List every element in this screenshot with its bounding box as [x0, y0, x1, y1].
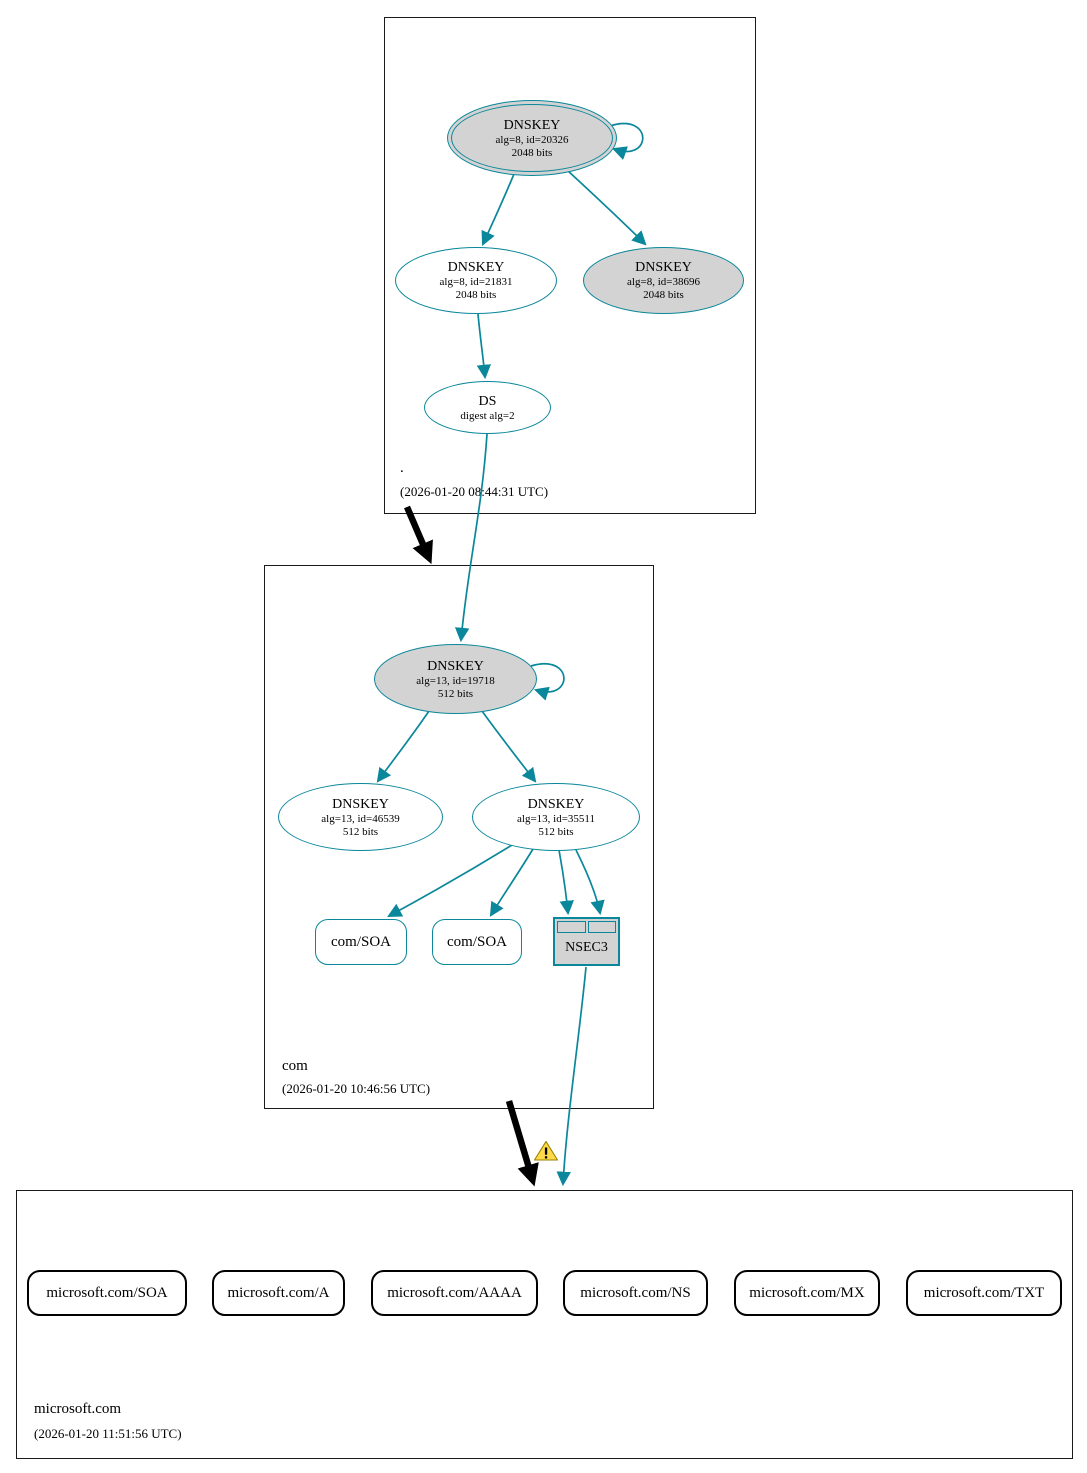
node-title: DNSKEY	[527, 796, 585, 812]
node-label: com/SOA	[331, 933, 391, 950]
node-microsoft-txt[interactable]: microsoft.com/TXT	[906, 1270, 1062, 1316]
node-label: microsoft.com/MX	[749, 1284, 865, 1301]
node-com-ksk-dnskey-19718[interactable]: DNSKEY alg=13, id=19718 512 bits	[374, 644, 537, 714]
edge-delegation-com-to-microsoft	[505, 1100, 539, 1187]
node-com-soa-1[interactable]: com/SOA	[315, 919, 407, 965]
node-detail: 512 bits	[437, 687, 474, 700]
node-detail: alg=13, id=19718	[416, 674, 495, 687]
edge-delegation-root-to-com	[404, 505, 433, 565]
node-label: com/SOA	[447, 933, 507, 950]
node-title: DS	[478, 393, 497, 409]
node-microsoft-aaaa[interactable]: microsoft.com/AAAA	[371, 1270, 538, 1316]
node-title: DNSKEY	[635, 260, 692, 275]
node-detail: 512 bits	[538, 825, 574, 838]
zone-box-com: com (2026-01-20 10:46:56 UTC)	[264, 565, 654, 1109]
node-com-soa-2[interactable]: com/SOA	[432, 919, 522, 965]
warning-icon	[533, 1140, 559, 1161]
node-detail: alg=13, id=35511	[517, 812, 595, 825]
node-detail: alg=13, id=46539	[321, 812, 400, 825]
zone-name-com: com	[282, 1058, 308, 1074]
node-detail: 2048 bits	[511, 146, 553, 159]
node-label: microsoft.com/A	[227, 1284, 330, 1301]
zone-box-microsoft: microsoft.com (2026-01-20 11:51:56 UTC)	[16, 1190, 1073, 1459]
node-detail: alg=8, id=20326	[495, 133, 569, 146]
node-root-ksk-dnskey-20326[interactable]: DNSKEY alg=8, id=20326 2048 bits	[447, 100, 617, 176]
nsec3-cell	[587, 921, 616, 933]
node-com-zsk-dnskey-46539[interactable]: DNSKEY alg=13, id=46539 512 bits	[278, 783, 443, 851]
node-microsoft-a[interactable]: microsoft.com/A	[212, 1270, 345, 1316]
node-detail: alg=8, id=38696	[627, 276, 700, 288]
node-detail: 2048 bits	[643, 289, 684, 301]
node-detail: digest alg=2	[460, 409, 515, 422]
node-detail: alg=8, id=21831	[439, 276, 513, 288]
zone-timestamp-microsoft: (2026-01-20 11:51:56 UTC)	[34, 1426, 182, 1441]
nsec3-cell	[557, 921, 586, 933]
zone-timestamp-com: (2026-01-20 10:46:56 UTC)	[282, 1081, 431, 1096]
node-label: microsoft.com/AAAA	[387, 1284, 522, 1301]
node-microsoft-soa[interactable]: microsoft.com/SOA	[27, 1270, 187, 1316]
zone-name-microsoft: microsoft.com	[34, 1401, 122, 1417]
zone-name-root: .	[400, 460, 404, 476]
node-com-nsec3[interactable]: NSEC3	[553, 917, 620, 966]
node-root-ksk-dnskey-38696[interactable]: DNSKEY alg=8, id=38696 2048 bits	[583, 247, 744, 314]
node-microsoft-ns[interactable]: microsoft.com/NS	[563, 1270, 708, 1316]
node-label: microsoft.com/NS	[580, 1284, 691, 1301]
node-root-ds[interactable]: DS digest alg=2	[424, 381, 551, 434]
node-label: NSEC3	[565, 939, 608, 955]
nsec3-cells	[557, 921, 616, 933]
node-detail: 2048 bits	[455, 289, 497, 301]
node-label: microsoft.com/SOA	[46, 1284, 168, 1301]
node-title: DNSKEY	[332, 796, 389, 812]
node-title: DNSKEY	[503, 117, 561, 133]
node-title: DNSKEY	[427, 658, 484, 674]
node-label: microsoft.com/TXT	[923, 1284, 1045, 1301]
node-microsoft-mx[interactable]: microsoft.com/MX	[734, 1270, 880, 1316]
node-detail: 512 bits	[342, 825, 379, 838]
node-com-zsk-dnskey-35511[interactable]: DNSKEY alg=13, id=35511 512 bits	[472, 783, 640, 851]
zone-timestamp-root: (2026-01-20 08:44:31 UTC)	[400, 484, 549, 499]
node-root-zsk-dnskey-21831[interactable]: DNSKEY alg=8, id=21831 2048 bits	[395, 247, 557, 314]
node-title: DNSKEY	[447, 260, 505, 275]
